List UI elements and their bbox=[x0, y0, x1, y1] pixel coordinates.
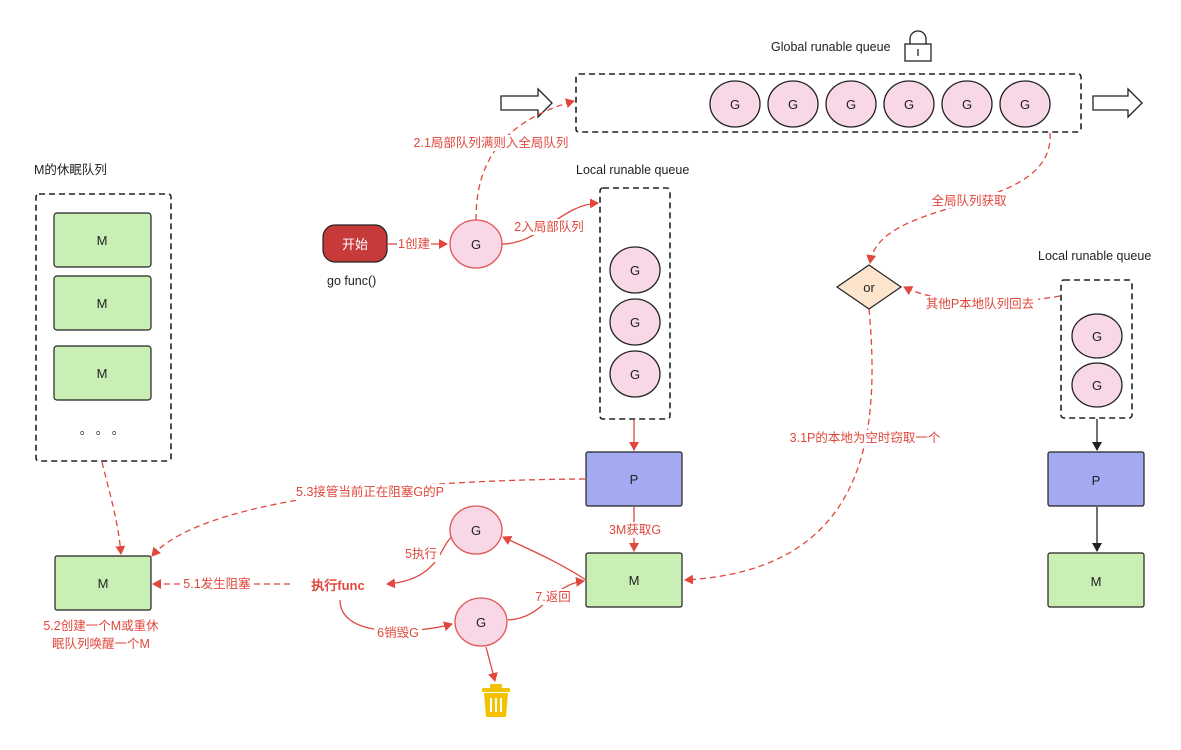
global-queue-in-arrow-icon bbox=[500, 87, 553, 119]
right-queue-g-label: G bbox=[1092, 378, 1102, 393]
edge-label-steal-one: 3.1P的本地为空时窃取一个 bbox=[790, 430, 941, 445]
right-queue-g-1: G bbox=[1071, 313, 1123, 359]
lock-icon bbox=[904, 30, 932, 62]
blocked-m-node: M bbox=[54, 555, 152, 611]
global-queue-out-arrow-icon bbox=[1092, 87, 1143, 119]
edge-label-destroy: 6销毁G bbox=[377, 625, 419, 640]
right-queue-g-label: G bbox=[1092, 329, 1102, 344]
edge-label-steal-back: 其他P本地队列回去 bbox=[926, 296, 1034, 311]
right-queue-g-2: G bbox=[1071, 362, 1123, 408]
left-m-label: M bbox=[629, 573, 640, 588]
global-queue-g-label: G bbox=[1020, 97, 1030, 112]
sleep-m-label: M bbox=[97, 233, 108, 248]
right-m-node: M bbox=[1047, 552, 1145, 608]
or-decision: or bbox=[835, 264, 903, 310]
left-queue-g-2: G bbox=[609, 298, 661, 346]
new-g-label: G bbox=[471, 237, 481, 252]
left-p-label: P bbox=[630, 472, 639, 487]
sleep-queue-ellipsis: 。 。 。 bbox=[80, 423, 124, 437]
start-caption: go func() bbox=[327, 274, 376, 288]
sleep-m-label: M bbox=[97, 366, 108, 381]
edge-wake-m bbox=[101, 461, 126, 555]
right-local-queue-title: Local runable queue bbox=[1038, 249, 1151, 263]
or-label: or bbox=[863, 280, 875, 295]
left-p-node: P bbox=[585, 451, 683, 507]
global-queue-g-label: G bbox=[788, 97, 798, 112]
right-local-queue-box bbox=[1060, 279, 1133, 419]
left-local-queue: Local runable queue G G G bbox=[576, 163, 689, 420]
global-queue-g-label: G bbox=[904, 97, 914, 112]
global-queue-title: Global runable queue bbox=[771, 40, 891, 54]
start-node: 开始 go func() bbox=[322, 224, 388, 288]
global-queue-g-2: G bbox=[767, 80, 819, 128]
edge-label-execute: 5执行 bbox=[405, 547, 437, 561]
global-queue-g-3: G bbox=[825, 80, 877, 128]
edge-label-to-local: 2入局部队列 bbox=[514, 219, 583, 234]
left-local-queue-box bbox=[599, 187, 671, 420]
exec-g-label: G bbox=[471, 523, 481, 538]
left-queue-g-1: G bbox=[609, 246, 661, 294]
edge-global-get bbox=[866, 132, 1051, 264]
exec-g-node: G bbox=[449, 505, 503, 555]
edge-label-return: 7.返回 bbox=[535, 590, 570, 604]
right-p-label: P bbox=[1092, 473, 1101, 488]
m-sleep-queue: M的休眠队列 M M M 。 。 。 bbox=[34, 162, 172, 462]
destroy-g-label: G bbox=[476, 615, 486, 630]
left-queue-g-3: G bbox=[609, 350, 661, 398]
sleep-m-2: M bbox=[53, 275, 152, 331]
destroy-g-node: G bbox=[454, 597, 508, 647]
global-queue-g-label: G bbox=[846, 97, 856, 112]
edge-label-global-get: 全局队列获取 bbox=[931, 193, 1007, 208]
edge-label-create: 1创建 bbox=[398, 237, 430, 251]
right-p-node: P bbox=[1047, 451, 1145, 507]
global-queue-g-6: G bbox=[999, 80, 1051, 128]
trash-icon bbox=[482, 684, 510, 717]
sleep-m-label: M bbox=[97, 296, 108, 311]
left-queue-g-label: G bbox=[630, 263, 640, 278]
left-queue-g-label: G bbox=[630, 315, 640, 330]
edge-label-m-get-g: 3M获取G bbox=[609, 523, 661, 537]
sleep-m-1: M bbox=[53, 212, 152, 268]
edge-takeover bbox=[151, 478, 586, 557]
edge-label-create-m-1: 5.2创建一个M或重休 bbox=[43, 618, 159, 633]
left-local-queue-title: Local runable queue bbox=[576, 163, 689, 177]
edge-label-block: 5.1发生阻塞 bbox=[183, 576, 251, 591]
m-sleep-queue-box bbox=[35, 193, 172, 462]
blocked-m-label: M bbox=[98, 576, 109, 591]
edge-to-global bbox=[475, 98, 575, 221]
edge-to-trash bbox=[485, 646, 498, 682]
global-queue-g-4: G bbox=[883, 80, 935, 128]
right-local-queue: Local runable queue G G bbox=[1038, 249, 1151, 419]
start-label: 开始 bbox=[342, 237, 368, 252]
left-m-node: M bbox=[585, 552, 683, 608]
edge-steal-one bbox=[684, 308, 873, 585]
sleep-m-3: M bbox=[53, 345, 152, 401]
right-m-label: M bbox=[1091, 574, 1102, 589]
global-queue-g-label: G bbox=[962, 97, 972, 112]
m-sleep-queue-title: M的休眠队列 bbox=[34, 162, 107, 177]
global-queue-g-label: G bbox=[730, 97, 740, 112]
new-g-node: G bbox=[449, 219, 503, 269]
exec-func-label: 执行func bbox=[311, 578, 364, 593]
global-queue-g-5: G bbox=[941, 80, 993, 128]
edge-label-to-global: 2.1局部队列满则入全局队列 bbox=[414, 135, 569, 150]
left-queue-g-label: G bbox=[630, 367, 640, 382]
global-queue-g-1: G bbox=[709, 80, 761, 128]
edge-label-takeover: 5.3接管当前正在阻塞G的P bbox=[296, 484, 444, 499]
edge-label-create-m-2: 眠队列唤醒一个M bbox=[52, 636, 150, 651]
edge-m-to-exec-g bbox=[502, 535, 587, 581]
global-queue: Global runable queue G G G G G bbox=[500, 30, 1143, 133]
